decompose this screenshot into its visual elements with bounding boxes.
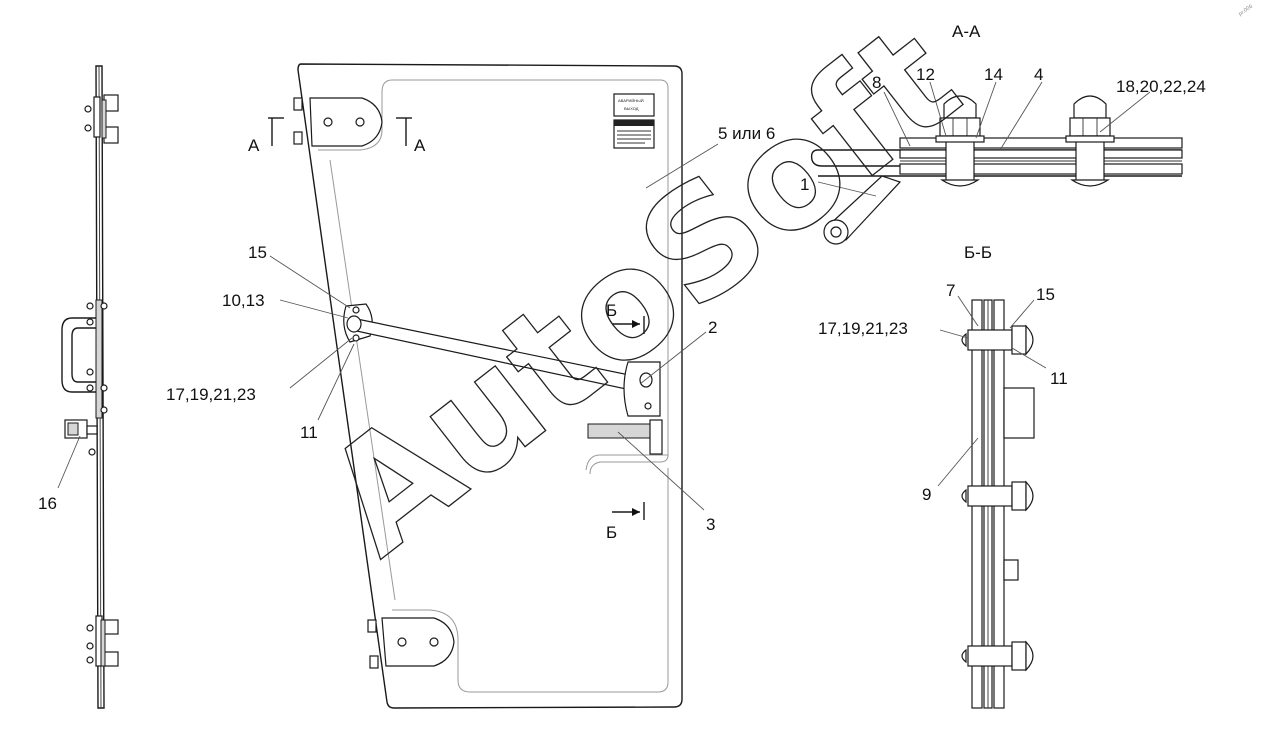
- section-mark-b: Б Б: [606, 301, 645, 542]
- door-bottom-hinge: [367, 617, 455, 669]
- cut-a-left: А: [248, 136, 260, 155]
- aa-top-plate: [899, 137, 1183, 149]
- side-handle: [61, 299, 108, 419]
- side-bottom-hinge: [86, 615, 119, 667]
- bb-bolt-top: [961, 324, 1034, 356]
- leader-11-door: [317, 343, 355, 421]
- section-aa-title: А-А: [952, 22, 981, 41]
- callout-2: 2: [708, 318, 717, 337]
- side-view: 16: [38, 65, 119, 709]
- callout-3: 3: [706, 515, 715, 534]
- leader-15: [269, 255, 351, 309]
- sticker-text-1: АВАРИЙНЫЙ: [618, 98, 644, 103]
- cut-a-right: А: [414, 136, 426, 155]
- bb-bolt-mid: [961, 480, 1034, 512]
- callout-11-bb: 11: [1050, 369, 1068, 388]
- door-inner-frame-top: [392, 79, 669, 471]
- aa-bolt-left: [935, 95, 985, 187]
- callout-5: 5 или 6: [718, 124, 775, 143]
- callout-12: 12: [916, 65, 935, 84]
- cut-b-bottom: Б: [606, 523, 617, 542]
- callout-16: 16: [38, 494, 57, 513]
- cut-b-top: Б: [606, 301, 617, 320]
- door-outline: [297, 63, 683, 709]
- callout-7: 7: [946, 281, 955, 300]
- leader-16: [57, 435, 81, 489]
- section-bb-title: Б-Б: [964, 243, 992, 262]
- side-panel-edge: [95, 65, 105, 709]
- corner-stamp: pr.006: [1238, 4, 1254, 18]
- callout-17-door: 17,19,21,23: [166, 385, 256, 404]
- callout-4: 4: [1034, 65, 1043, 84]
- callout-10-13: 10,13: [222, 291, 265, 310]
- callout-17-bb: 17,19,21,23: [818, 319, 908, 338]
- callout-15-bb: 15: [1036, 285, 1055, 304]
- bb-bolt-bottom: [961, 640, 1034, 672]
- instruction-sticker: [613, 119, 655, 149]
- watermark-logo: AutoSoft: [295, 0, 990, 588]
- leader-17-door: [289, 337, 353, 389]
- side-latch: [64, 419, 98, 456]
- door-inner-frame-bottom: [392, 468, 669, 693]
- door-inner-frame-notch: [589, 454, 669, 475]
- callout-11-door: 11: [300, 423, 318, 442]
- callout-1: 1: [800, 175, 809, 194]
- door-front-view: АВАРИЙНЫЙ ВЫХОД А: [166, 63, 775, 709]
- aa-bolt-right: [1065, 95, 1115, 187]
- leader-2: [639, 331, 707, 385]
- leader-3: [617, 431, 705, 511]
- callout-14: 14: [984, 65, 1003, 84]
- side-top-hinge: [84, 94, 119, 144]
- door-inner-frame-corner: [318, 79, 393, 151]
- aa-left-edge: [810, 149, 900, 167]
- section-aa: А-А: [800, 22, 1206, 245]
- callout-15-door: 15: [248, 243, 267, 262]
- section-mark-a: А А: [248, 117, 426, 155]
- door-top-hinge: [293, 97, 383, 147]
- leader-10-13: [279, 299, 349, 319]
- callout-8: 8: [872, 73, 881, 92]
- release-bar: [343, 303, 663, 455]
- emergency-exit-sticker: АВАРИЙНЫЙ ВЫХОД: [613, 93, 655, 117]
- leader-5: [645, 143, 719, 189]
- callout-18: 18,20,22,24: [1116, 77, 1206, 96]
- door-inner-frame-left: [329, 159, 396, 601]
- sticker-text-2: ВЫХОД: [624, 106, 639, 111]
- callout-9: 9: [922, 485, 931, 504]
- section-bb: Б-Б 7: [818, 243, 1068, 709]
